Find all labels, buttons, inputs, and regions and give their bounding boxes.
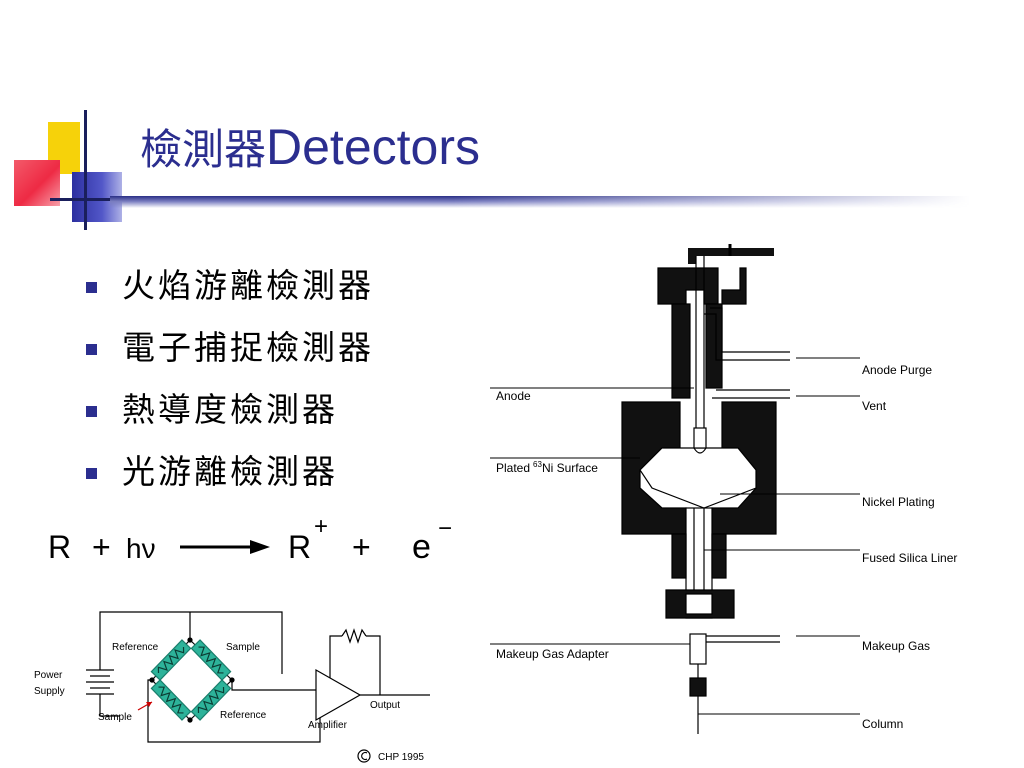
anode-label: Anode	[496, 389, 531, 403]
slide-title: 檢測器Detectors	[140, 112, 480, 188]
bridge-circuit-diagram: Power Supply Reference Sample Sample Ref…	[34, 611, 430, 763]
equation-product-ion: R	[288, 529, 311, 565]
decor-vertical-line	[84, 110, 87, 230]
slide-title-zh: 檢測器	[140, 125, 267, 174]
reaction-arrow-icon	[250, 540, 270, 554]
equation-product-charge: +	[314, 513, 328, 540]
output-label: Output	[370, 700, 400, 711]
power-supply-label-line2: Supply	[34, 686, 65, 697]
sample-resistor-top	[190, 639, 232, 681]
plated-ni-prefix: Plated	[496, 461, 530, 475]
reference-resistor-top	[150, 639, 192, 681]
bullet-text: 熱導度檢測器	[122, 390, 338, 429]
bullet-list: 火焰游離檢測器 電子捕捉檢測器 熱導度檢測器 光游離檢測器	[80, 256, 374, 504]
equation-reactant: R	[48, 529, 71, 565]
amplifier-icon	[315, 668, 362, 722]
fused-silica-liner-label: Fused Silica Liner	[862, 551, 957, 565]
makeup-gas-adapter-label: Makeup Gas Adapter	[496, 647, 609, 661]
equation-electron: e	[412, 528, 431, 566]
equation-plus-2: +	[352, 529, 371, 565]
bullet-item: 火焰游離檢測器	[80, 256, 374, 318]
bullet-text: 光游離檢測器	[122, 452, 338, 491]
equation-photon: hν	[126, 533, 156, 564]
reference-top-label: Reference	[112, 642, 159, 653]
square-bullet-icon	[86, 282, 97, 293]
slide-title-en: Detectors	[266, 119, 480, 175]
sample-top-label: Sample	[226, 642, 260, 653]
power-supply-label-line1: Power	[34, 670, 63, 681]
battery-icon	[86, 669, 114, 695]
bullet-text: 火焰游離檢測器	[122, 266, 374, 305]
bullet-item: 光游離檢測器	[80, 442, 374, 504]
copyright-icon	[357, 749, 371, 763]
sample-bottom-label: Sample	[98, 712, 132, 723]
bullet-item: 熱導度檢測器	[80, 380, 374, 442]
plated-ni-superscript: 63	[533, 460, 542, 469]
column-label: Column	[862, 717, 903, 731]
square-bullet-icon	[86, 344, 97, 355]
bullet-item: 電子捕捉檢測器	[80, 318, 374, 380]
reference-bottom-label: Reference	[220, 710, 267, 721]
copyright-label: CHP 1995	[378, 752, 424, 763]
plated-ni-suffix: Ni Surface	[542, 461, 598, 475]
photoionization-equation: R + hν R + + e −	[48, 513, 452, 566]
decor-horizontal-line	[50, 198, 130, 201]
amplifier-label: Amplifier	[308, 720, 348, 731]
sample-resistor-bottom	[150, 679, 192, 721]
square-bullet-icon	[86, 468, 97, 479]
equation-plus-1: +	[92, 529, 111, 565]
nickel-plating-label: Nickel Plating	[862, 495, 935, 509]
equation-electron-charge: −	[438, 515, 452, 542]
makeup-gas-label: Makeup Gas	[862, 639, 930, 653]
reference-resistor-bottom	[190, 679, 232, 721]
anode-purge-label: Anode Purge	[862, 363, 932, 377]
title-underline	[110, 196, 970, 208]
bullet-text: 電子捕捉檢測器	[122, 328, 374, 367]
square-bullet-icon	[86, 406, 97, 417]
vent-label: Vent	[862, 399, 887, 413]
